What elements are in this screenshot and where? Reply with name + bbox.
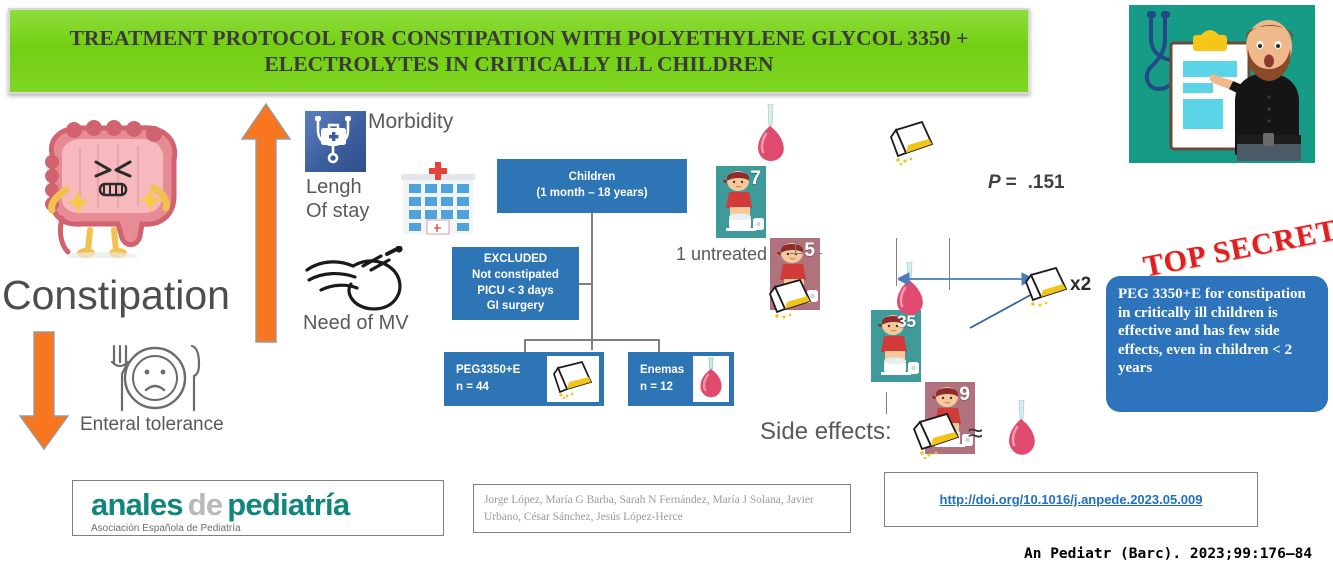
down-arrow-icon: [18, 330, 70, 452]
peg-connector-v2: [949, 238, 951, 268]
need-of-mv-icon: [303, 245, 419, 316]
conclusion-box: PEG 3350+E for constipation in criticall…: [1106, 276, 1328, 412]
flow-connector-trunk: [591, 213, 593, 350]
flowchart-arm-peg: PEG3350+E n = 44: [444, 352, 604, 406]
untreated-label: 1 untreated: [676, 244, 768, 264]
journal-subtitle: Asociación Española de Pediatría: [91, 523, 241, 534]
flow-connector-split: [524, 339, 659, 341]
excluded-line3: PICU < 3 days: [477, 284, 554, 297]
flow-connector-right-leg: [658, 339, 660, 352]
child-count-35: 35: [897, 312, 916, 331]
enteral-tolerance-icon: [100, 340, 210, 416]
child-count-5: 5: [804, 240, 815, 261]
up-arrow-icon: [240, 102, 292, 344]
sachet-icon-right-lower: [1020, 264, 1072, 310]
arm-peg-n: n = 44: [456, 381, 489, 393]
sachet-icon-top: [884, 118, 938, 166]
colon-character-illustration: [22, 118, 202, 260]
flowchart-root-box: Children (1 month – 18 years): [497, 159, 687, 213]
enema-icon: [693, 356, 729, 402]
flowchart-root-text: Children (1 month – 18 years): [536, 170, 647, 201]
multiplier-label: x2: [1070, 274, 1092, 295]
peg-connector-v1: [896, 238, 898, 286]
journal-word-pediatria: pediatría: [227, 487, 350, 522]
enema-icon-side-effects: [1002, 399, 1040, 460]
arm-enemas-n: n = 12: [640, 381, 673, 393]
arm-peg-name: PEG3350+E: [456, 364, 521, 377]
child-count-7: 7: [750, 168, 761, 189]
page-title: TREATMENT PROTOCOL FOR CONSTIPATION WITH…: [69, 25, 969, 76]
root-line1: Children: [568, 171, 616, 184]
p-value-number: .151: [1027, 172, 1065, 193]
arm-peg-text: PEG3350+E n = 44: [444, 362, 547, 395]
doi-link[interactable]: http://doi.org/10.1016/j.anpede.2023.05.…: [939, 492, 1203, 507]
diagonal-arrow: [966, 286, 1047, 332]
conclusion-text: PEG 3350+E for constipation in criticall…: [1118, 286, 1306, 377]
top-secret-stamp: TOP SECRET: [1140, 213, 1333, 284]
flowchart-excluded-box: EXCLUDED Not constipated PICU < 3 days G…: [452, 247, 579, 320]
enteral-tolerance-label: Enteral tolerance: [80, 414, 224, 435]
sachet-icon-side-effects: [908, 410, 964, 460]
morbidity-icon: [303, 109, 368, 174]
length-of-stay-line2: Of stay: [306, 199, 370, 222]
constipation-label: Constipation: [2, 272, 230, 318]
excluded-line4: GI surgery: [486, 300, 545, 313]
enema-icon-top: [752, 103, 788, 166]
flow-connector-left-leg: [524, 339, 526, 352]
child-card-7: 7: [716, 166, 766, 238]
untreated-connector-v: [795, 238, 797, 254]
excluded-line1: EXCLUDED: [483, 253, 548, 266]
p-value-prefix: P =: [988, 172, 1017, 193]
arm-enemas-text: Enemas n = 12: [628, 362, 693, 395]
untreated-connector-h: [790, 253, 822, 255]
title-banner: TREATMENT PROTOCOL FOR CONSTIPATION WITH…: [8, 8, 1030, 94]
approx-symbol: ≈: [968, 418, 983, 448]
sachet-icon-left-lower: [764, 276, 816, 322]
length-of-stay-label: Lengh Of stay: [306, 176, 369, 223]
hospital-icon: [399, 160, 477, 240]
flow-connector-excluded: [573, 283, 592, 285]
root-line2: (1 month – 18 years): [536, 187, 648, 199]
side-effects-label: Side effects:: [760, 418, 892, 445]
excluded-line2: Not constipated: [472, 268, 559, 281]
citation-text: An Pediatr (Barc). 2023;99:176–84: [1024, 546, 1313, 562]
sachet-icon: [547, 356, 599, 402]
morbidity-label: Morbidity: [368, 110, 454, 133]
length-of-stay-line1: Lengh: [306, 176, 362, 198]
flowchart-arm-enemas: Enemas n = 12: [628, 352, 734, 406]
journal-word-de: de: [187, 487, 223, 522]
doi-box: http://doi.org/10.1016/j.anpede.2023.05.…: [884, 472, 1258, 527]
flowchart-excluded-text: EXCLUDED Not constipated PICU < 3 days G…: [472, 252, 559, 314]
child-card-35: 35: [871, 310, 921, 382]
comparison-arrow: [896, 270, 1035, 288]
side-effects-connector: [886, 392, 888, 414]
p-value: P = .151: [988, 172, 1065, 194]
authors-box: Jorge López, María G Barba, Sarah N Fern…: [473, 484, 851, 533]
need-of-mv-label: Need of MV: [303, 312, 409, 334]
child-count-9: 9: [959, 384, 970, 405]
arm-enemas-name: Enemas: [640, 364, 685, 377]
doctor-illustration: [1129, 5, 1315, 163]
journal-word-anales: anales: [91, 487, 184, 522]
authors-list: Jorge López, María G Barba, Sarah N Fern…: [484, 494, 814, 523]
